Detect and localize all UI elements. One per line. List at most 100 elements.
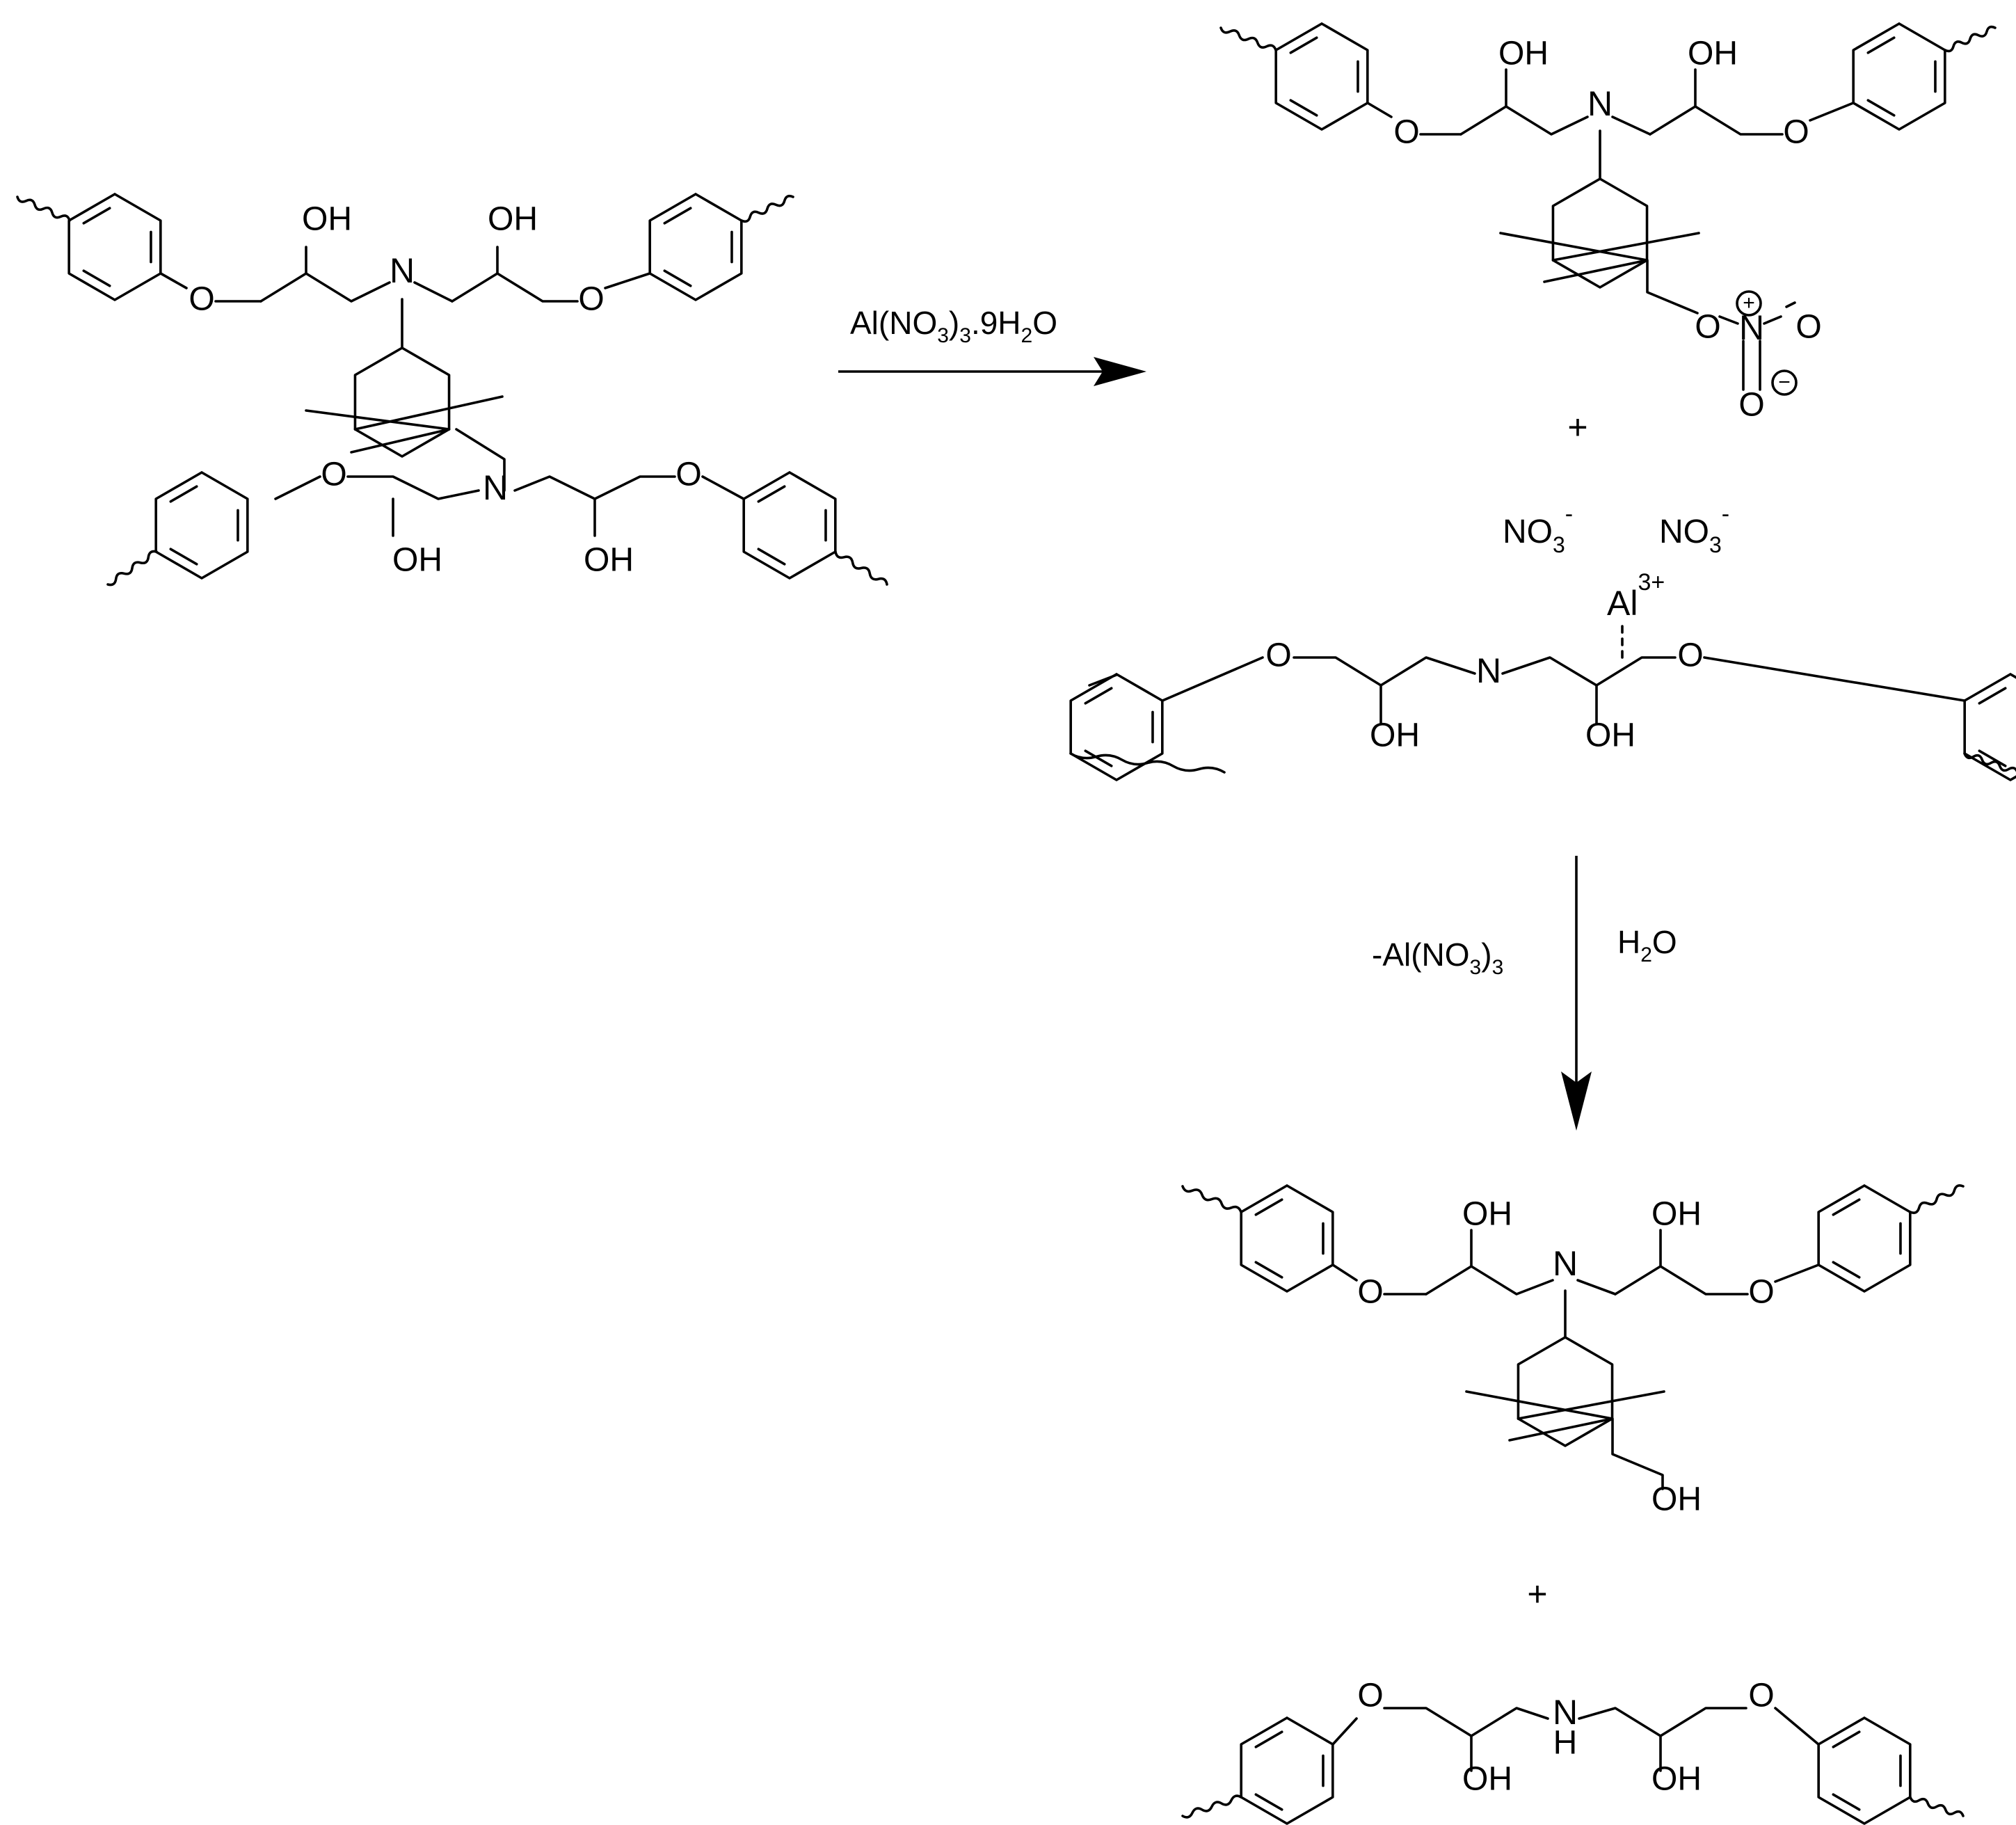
atom-label-o: O bbox=[578, 281, 604, 318]
bond bbox=[1578, 1707, 1747, 1737]
bond bbox=[1293, 656, 1476, 687]
atom-label-n: N bbox=[1553, 1244, 1578, 1283]
bond bbox=[1366, 102, 1393, 118]
atom-label-o: O bbox=[1748, 1677, 1774, 1714]
ring-reactant-bottom-left bbox=[154, 471, 249, 580]
bond bbox=[1576, 1279, 1617, 1296]
bond bbox=[346, 475, 480, 500]
arrow-step2-head bbox=[1561, 1071, 1592, 1131]
reagent-step2-water: H2O bbox=[1617, 924, 1677, 966]
ring-product3-left-double-bond bbox=[1254, 1793, 1283, 1811]
bond bbox=[1646, 259, 1699, 314]
plus-sign: + bbox=[1567, 408, 1587, 447]
bond bbox=[1499, 232, 1649, 262]
bond-lines bbox=[16, 22, 2016, 1825]
bond bbox=[451, 272, 579, 303]
bond bbox=[1774, 1264, 1820, 1283]
bond bbox=[1785, 301, 1796, 308]
ring-product2-right bbox=[1817, 1184, 1912, 1293]
ring-product2-left-double-bond bbox=[1254, 1261, 1283, 1279]
bond bbox=[305, 409, 451, 431]
bond bbox=[1551, 232, 1700, 262]
polymer-chain-bond bbox=[1909, 1184, 1965, 1214]
atom-label-n: N bbox=[1476, 651, 1501, 690]
bond bbox=[353, 395, 504, 431]
ring-product1-left-double-bond bbox=[1289, 99, 1318, 117]
ring-reactant-bottom-left-double-bond bbox=[169, 548, 198, 566]
polymer-chain-bond bbox=[1944, 25, 1997, 53]
ring-product1-left-double-bond bbox=[1289, 36, 1318, 54]
atom-label-oh: OH bbox=[1370, 717, 1420, 754]
polymer-chain-bond bbox=[834, 550, 888, 586]
atom-label-o: O bbox=[1393, 114, 1419, 151]
polymer-chain-bond bbox=[1069, 752, 1226, 774]
cyclohexane-product2 bbox=[1517, 1336, 1614, 1447]
bond bbox=[1425, 1265, 1554, 1296]
polymer-chain-bond bbox=[1963, 752, 2016, 772]
bond bbox=[1088, 674, 1118, 687]
ring-product1-right-double-bond bbox=[1866, 36, 1896, 54]
bond bbox=[1517, 1390, 1665, 1420]
atom-label-n: N bbox=[1553, 1693, 1578, 1732]
plus-sign: + bbox=[1527, 1575, 1547, 1613]
atom-label-h: H bbox=[1553, 1725, 1578, 1762]
positive-charge-symbol: + bbox=[1743, 292, 1755, 314]
ring-reactant-bottom-right bbox=[742, 471, 837, 580]
formal-charge-ring bbox=[1736, 290, 1762, 317]
atom-label-n: N bbox=[390, 251, 415, 290]
ring-product1-right bbox=[1852, 22, 1946, 131]
atom-label-o: O bbox=[1677, 637, 1703, 674]
bond bbox=[413, 281, 454, 303]
bond bbox=[604, 272, 651, 289]
ring-reactant-top-left-double-bond bbox=[82, 269, 111, 287]
nitrate-anion: NO3- bbox=[1659, 501, 1729, 557]
bond bbox=[1543, 259, 1649, 283]
bond bbox=[1465, 1390, 1614, 1420]
bond bbox=[701, 475, 745, 500]
atom-label-oh: OH bbox=[1498, 35, 1549, 72]
atom-label-oh: OH bbox=[392, 542, 442, 579]
ring-product3-right-double-bond bbox=[1832, 1730, 1861, 1748]
polymer-chain-bond bbox=[16, 196, 71, 222]
bond bbox=[1774, 1707, 1820, 1746]
bond bbox=[1331, 1717, 1358, 1746]
bond bbox=[1649, 105, 1784, 136]
atom-label-oh: OH bbox=[1688, 35, 1738, 72]
ring-complex-left-double-bond bbox=[1084, 687, 1113, 705]
polymer-chain-bond bbox=[1181, 1794, 1242, 1819]
polymer-chain-bond bbox=[1219, 26, 1277, 51]
bond bbox=[1809, 102, 1855, 122]
atom-label-o: O bbox=[1748, 1274, 1774, 1311]
ring-complex-right-double-bond bbox=[1978, 687, 2007, 705]
negative-charge-symbol: − bbox=[1778, 371, 1791, 394]
nitrate-anion: NO3- bbox=[1503, 501, 1573, 557]
cyclohexane-product1 bbox=[1551, 177, 1649, 289]
ring-reactant-bottom-right-double-bond bbox=[757, 485, 786, 503]
ring-reactant-bottom-left-double-bond bbox=[169, 485, 198, 503]
atom-label-oh: OH bbox=[1462, 1761, 1512, 1798]
ring-product2-left bbox=[1240, 1184, 1334, 1293]
atom-label-oh: OH bbox=[584, 542, 634, 579]
bond bbox=[1161, 656, 1264, 702]
ring-product3-right bbox=[1817, 1716, 1912, 1825]
atom-label-n: N bbox=[483, 468, 508, 507]
bond bbox=[1614, 1265, 1749, 1296]
atom-label-n: N bbox=[1587, 84, 1613, 123]
atom-label-o: O bbox=[1795, 309, 1821, 346]
atom-label-o: O bbox=[1783, 114, 1809, 151]
bond bbox=[350, 428, 451, 454]
bond bbox=[1331, 1264, 1358, 1282]
ring-product3-left bbox=[1240, 1716, 1334, 1825]
ring-product3-left-double-bond bbox=[1254, 1730, 1283, 1748]
ring-product1-left bbox=[1274, 22, 1369, 131]
atom-label-n: N bbox=[1739, 308, 1764, 347]
atom-label-oh: OH bbox=[1651, 1196, 1702, 1233]
arrow-step1-head bbox=[1094, 357, 1146, 386]
formal-charge-ring bbox=[1771, 369, 1798, 396]
bond bbox=[274, 475, 321, 500]
atom-label-o: O bbox=[1357, 1677, 1383, 1714]
ring-complex-left bbox=[1069, 673, 1164, 781]
atom-label-oh: OH bbox=[1651, 1761, 1702, 1798]
